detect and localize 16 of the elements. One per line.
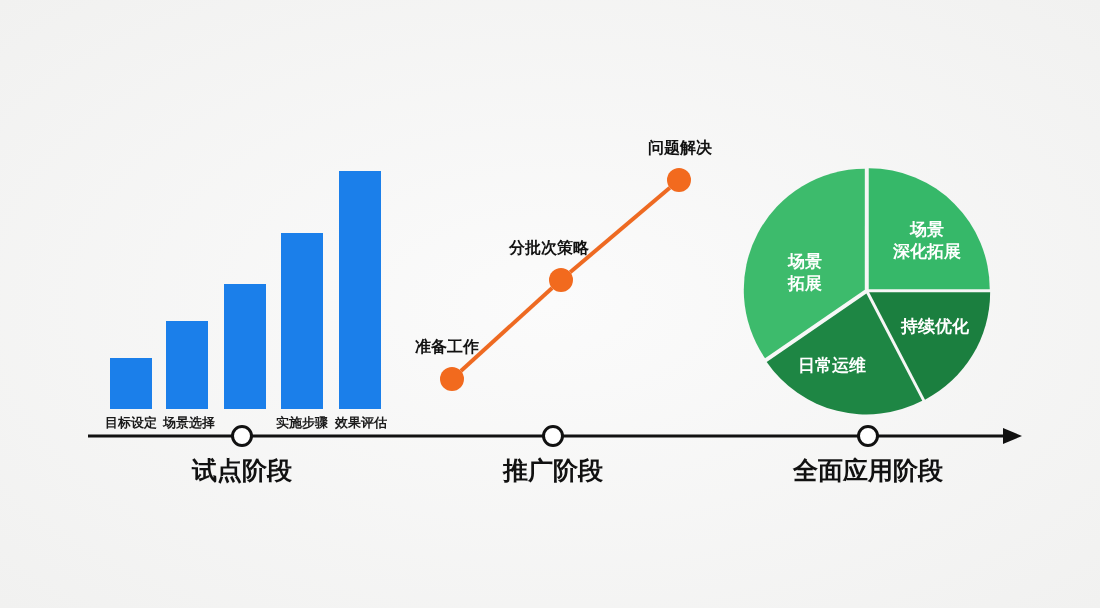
- bar-label: 实施步骤: [276, 415, 328, 431]
- slice-label: 场景拓展: [788, 250, 822, 294]
- bar-label: 效果评估: [335, 415, 387, 431]
- bar-label: 目标设定: [105, 415, 157, 431]
- connector-line: [459, 286, 554, 373]
- bar-label: 场景选择: [163, 415, 215, 431]
- point-label: 准备工作: [415, 337, 479, 357]
- connector-line: [568, 186, 672, 274]
- stage-label: 全面应用阶段: [793, 455, 943, 487]
- stage-label: 试点阶段: [192, 455, 292, 487]
- slice-label: 场景深化拓展: [893, 218, 961, 262]
- slice-label: 日常运维: [798, 354, 866, 376]
- point-label: 分批次策略: [509, 238, 589, 258]
- stage-label: 推广阶段: [503, 455, 603, 487]
- slice-label: 持续优化: [901, 315, 969, 337]
- point-label: 问题解决: [648, 138, 712, 158]
